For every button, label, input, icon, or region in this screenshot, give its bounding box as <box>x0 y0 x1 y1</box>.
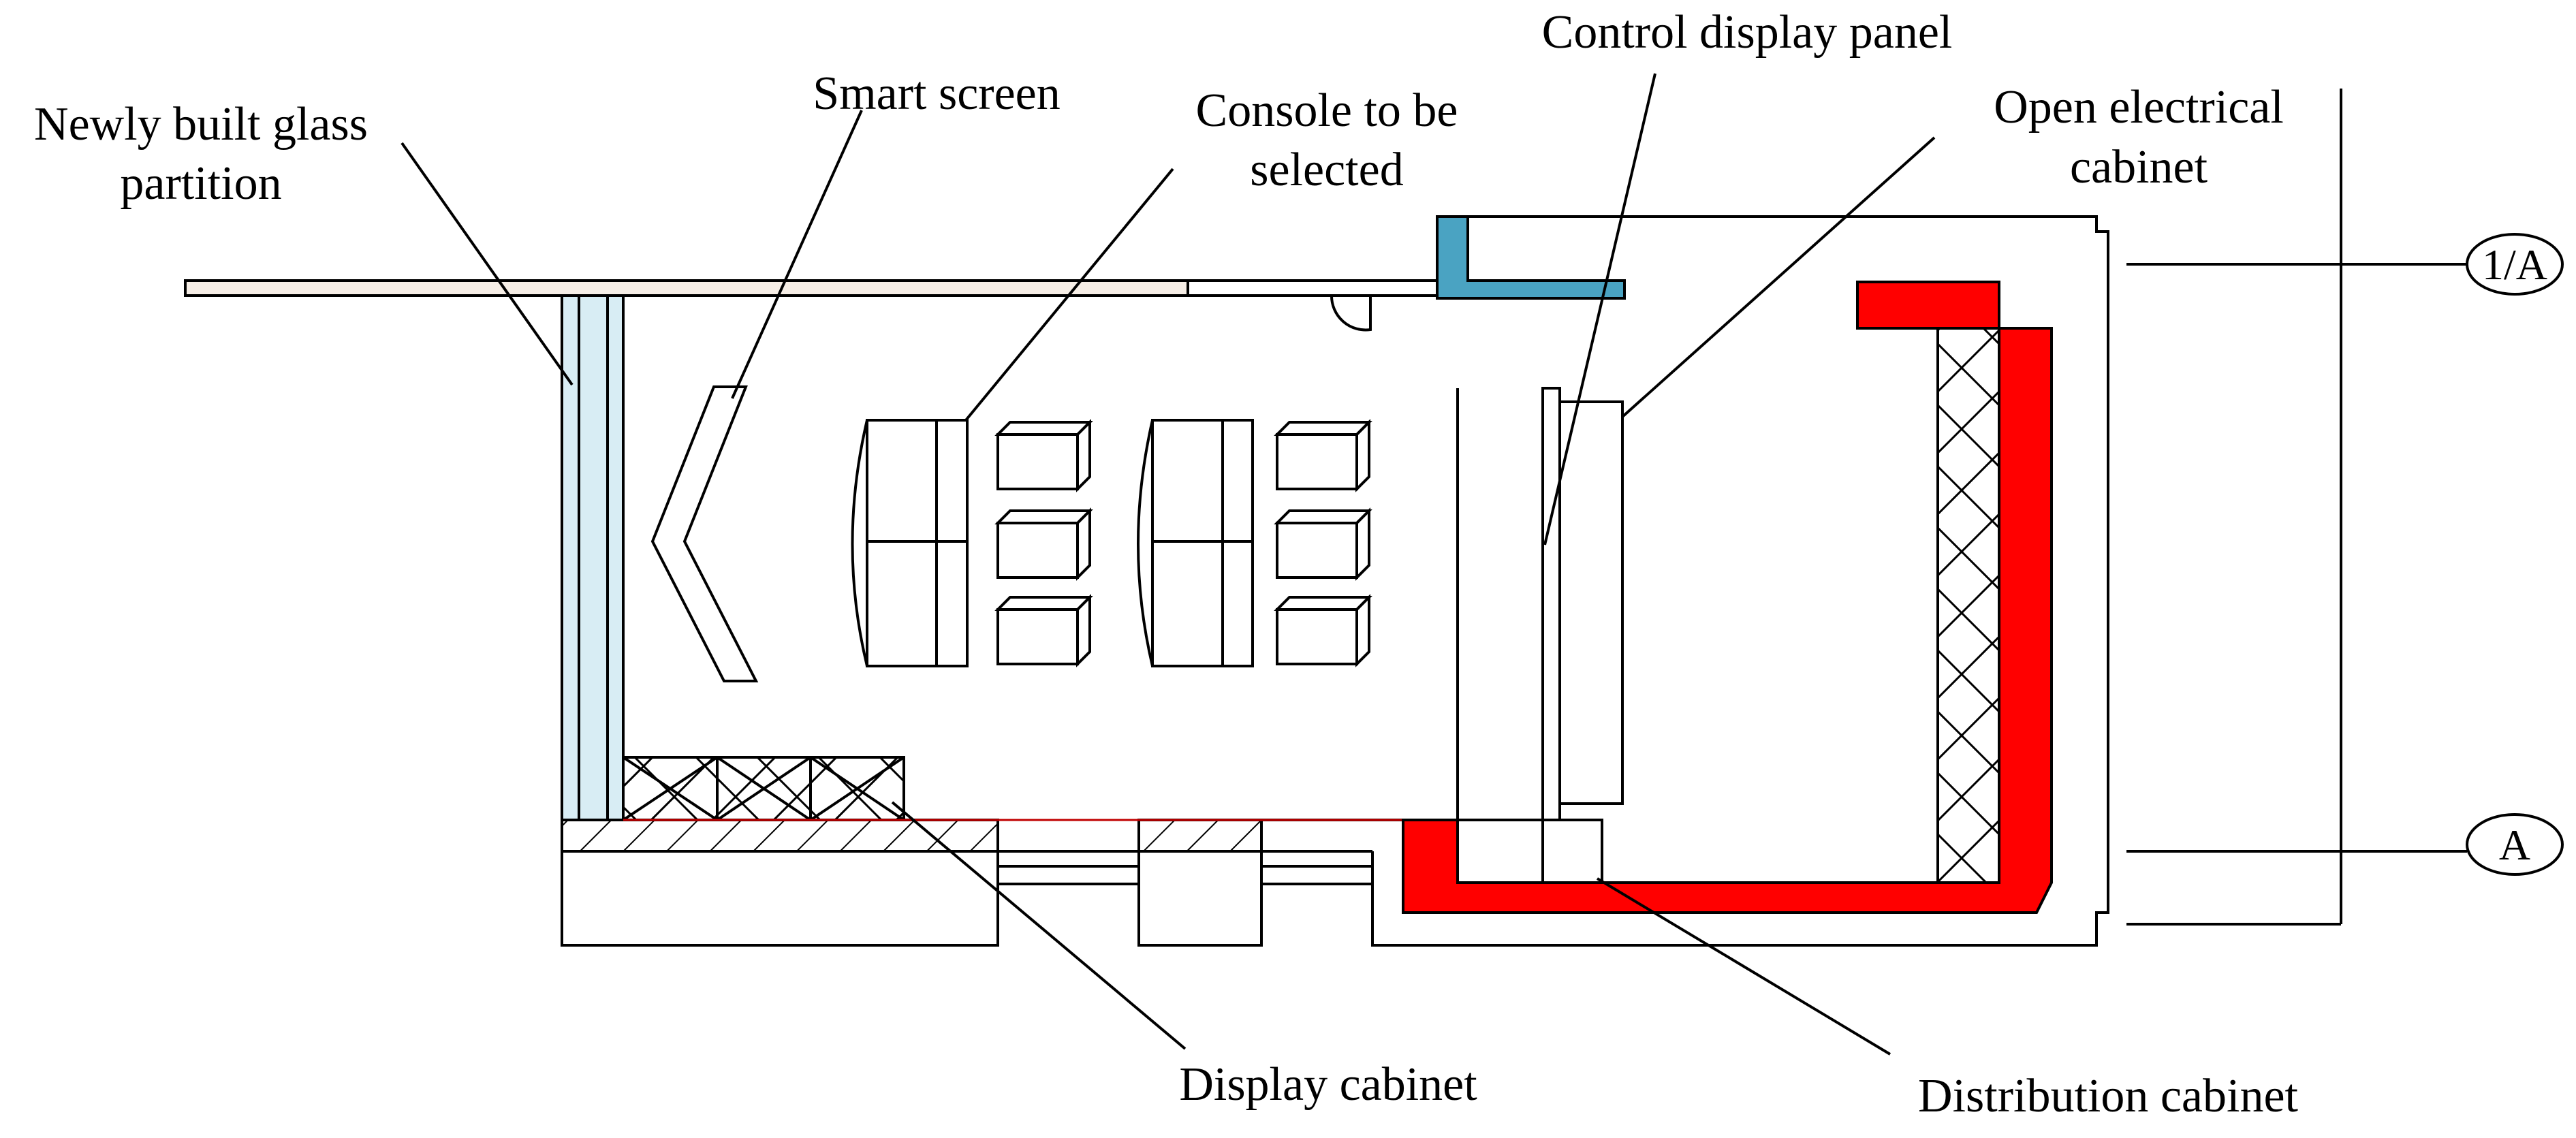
leader-display-cabinet <box>891 801 1187 1050</box>
label-smart-screen: Smart screen <box>813 67 1060 120</box>
label-console-line2: selected <box>1250 144 1403 196</box>
label-control-panel: Control display panel <box>1542 6 1953 59</box>
open-electrical-cabinet <box>1558 400 1624 805</box>
chair <box>994 419 1093 492</box>
hatched-wall-mid <box>1137 819 1263 853</box>
smart-screen <box>650 385 759 682</box>
label-open-cabinet-line1: Open electrical <box>1994 81 2284 133</box>
leader-open-cabinet <box>1621 136 1936 418</box>
label-glass-partition-line2: partition <box>120 157 281 210</box>
leader-glass-partition <box>400 142 574 386</box>
control-display-panel <box>1541 387 1561 821</box>
label-open-cabinet-line2: cabinet <box>2070 141 2208 193</box>
room-outline <box>1371 215 2109 947</box>
label-glass-partition-line1: Newly built glass <box>34 98 368 151</box>
mid-block <box>1137 850 1263 947</box>
label-distribution-cabinet: Distribution cabinet <box>1918 1070 2299 1122</box>
glass-partition <box>561 294 625 821</box>
axis-label-upper: 1/A <box>2482 240 2547 289</box>
leader-smart-screen <box>731 110 863 399</box>
left-base <box>561 850 999 947</box>
chair <box>994 594 1093 667</box>
axis-bubble-lower <box>2466 813 2564 876</box>
console-2 <box>1137 420 1154 667</box>
leader-console <box>964 168 1174 422</box>
door-swing <box>1330 294 1372 332</box>
blue-wall <box>1436 215 1626 300</box>
console-1 <box>851 420 868 667</box>
hatched-wall-left <box>561 819 999 853</box>
axis-bubble-upper <box>2466 233 2564 296</box>
label-console-line1: Console to be <box>1196 84 1458 137</box>
chair <box>1274 419 1372 492</box>
label-display-cabinet: Display cabinet <box>1179 1058 1477 1111</box>
glass-partition-beam <box>184 279 1189 297</box>
axis-label-lower: A <box>2499 821 2530 869</box>
leader-control-panel <box>1543 73 1656 546</box>
leader-distribution-cabinet <box>1596 877 1891 1056</box>
chair <box>1274 507 1372 581</box>
chair <box>994 507 1093 581</box>
chair <box>1274 594 1372 667</box>
distribution-cabinet <box>1936 327 2000 884</box>
